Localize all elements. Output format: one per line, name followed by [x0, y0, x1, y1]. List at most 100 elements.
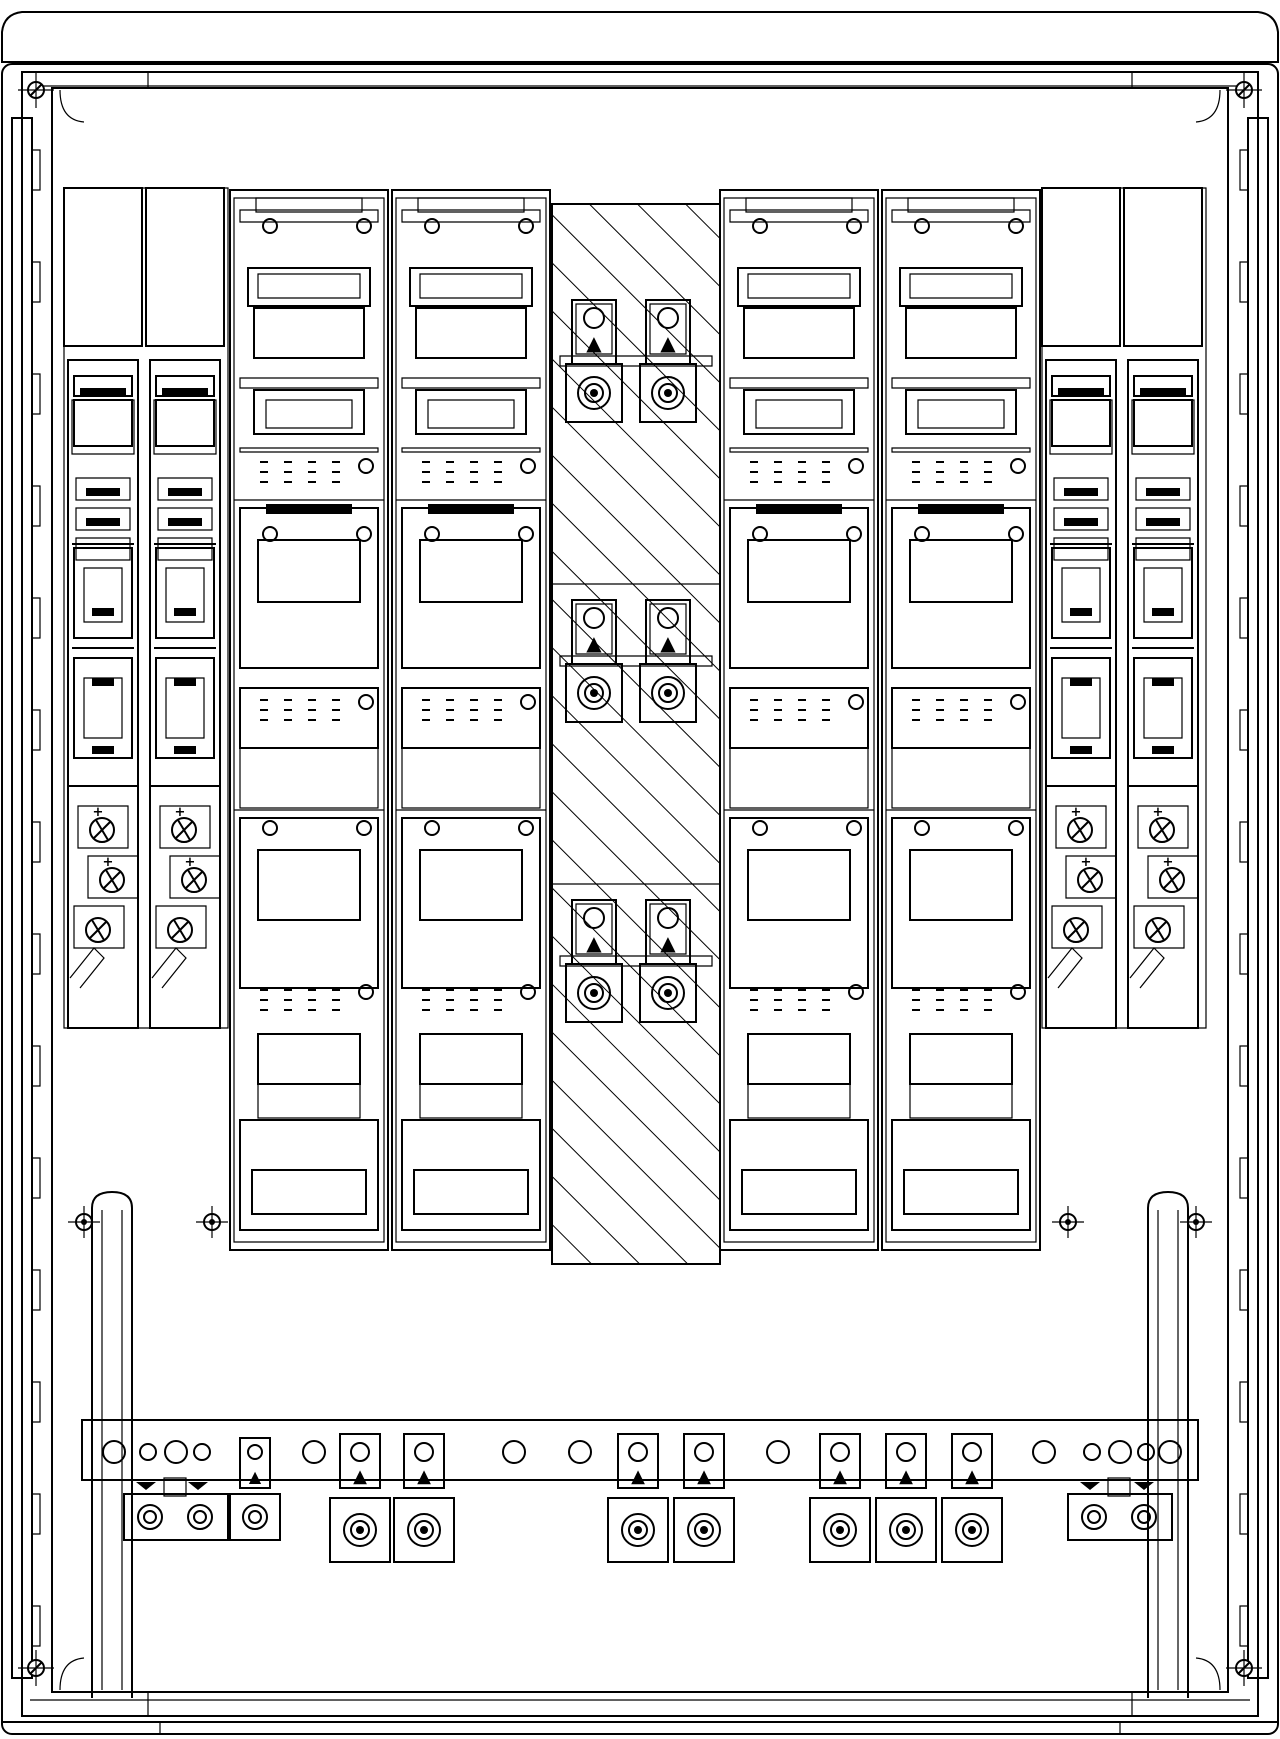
rail-notch	[1240, 1606, 1248, 1646]
screw-clamp	[394, 1498, 454, 1562]
fsd-screw-icon	[425, 219, 439, 233]
neutral-terminal-block	[124, 1441, 228, 1540]
fsd-screw-icon	[915, 219, 929, 233]
fsd-screw-icon	[1009, 821, 1023, 835]
mcb-block-left: ++++	[64, 188, 228, 1028]
fsd-lower-handle	[420, 1034, 522, 1084]
mcb-screw-terminal-icon	[74, 906, 124, 948]
mcb-top-cover	[64, 188, 142, 346]
mcb-contact	[74, 658, 132, 758]
corner-screw-icon	[1226, 72, 1262, 108]
post-right	[1148, 1192, 1188, 1698]
rail-notch	[32, 710, 40, 750]
mcb-screw-terminal-icon	[1052, 906, 1102, 948]
mcb-top-cover	[146, 188, 224, 346]
mcb-window	[1134, 400, 1192, 446]
mounting-hole-icon	[1052, 1206, 1084, 1238]
mcb-screw-terminal-icon: +	[1066, 855, 1116, 898]
screw-clamp	[674, 1498, 734, 1562]
mcb-contact	[156, 548, 214, 638]
fsd-screw-icon	[849, 695, 863, 709]
rail-notch	[1240, 262, 1248, 302]
side-rail-right	[1248, 118, 1268, 1678]
rail-hole-icon	[1159, 1441, 1181, 1463]
bottom-terminal-rail: ▲▲▲▲▲▲▲▲	[82, 1420, 1198, 1562]
fsd-screw-icon	[357, 821, 371, 835]
fsd-screw-icon	[357, 527, 371, 541]
fsd-screw-icon	[263, 527, 277, 541]
corner-screw-icon	[18, 1650, 54, 1686]
side-rail-left	[12, 118, 32, 1678]
rail-notch	[32, 1382, 40, 1422]
mcb-window	[1052, 400, 1110, 446]
rail-notch	[1240, 1046, 1248, 1086]
fsd-window	[420, 540, 522, 602]
arrow-terminal-icon: ▲	[566, 900, 622, 1022]
arrow-mark: ▲	[586, 931, 602, 955]
rail-notch	[32, 1494, 40, 1534]
fsd-window	[416, 390, 526, 434]
rail-notch	[32, 1606, 40, 1646]
fuse-switch-disconnector	[720, 190, 878, 1250]
arrow-terminal-icon: ▲	[330, 1434, 390, 1562]
mcb-screw-terminal-icon	[1134, 906, 1184, 948]
mcb-window	[156, 400, 214, 446]
terminal-rail-bar	[82, 1420, 1198, 1480]
fsd-screw-icon	[359, 459, 373, 473]
arrow-terminal-icon: ▲	[640, 900, 696, 1022]
fsd-window	[258, 540, 360, 602]
fsd-screw-icon	[359, 985, 373, 999]
rail-notch	[1240, 598, 1248, 638]
fsd-screw-icon	[359, 695, 373, 709]
arrow-terminal-icon: ▲	[566, 600, 622, 722]
fsd-window	[744, 390, 854, 434]
fsd-screw-icon	[915, 527, 929, 541]
fsd-label-field	[742, 1170, 856, 1214]
polarity-mark: +	[1071, 805, 1082, 820]
screw-clamp	[566, 664, 622, 722]
fsd-frame	[230, 190, 388, 1250]
mcb-contact	[156, 658, 214, 758]
arrow-mark: ▲	[586, 631, 602, 655]
corner-screw-icon	[18, 72, 54, 108]
mcb-screw-terminal-icon: +	[88, 855, 138, 898]
mcb-contact	[1052, 548, 1110, 638]
cabinet-body	[2, 64, 1278, 1734]
arrow-terminal-icon: ▲	[566, 300, 622, 422]
rail-notch	[1240, 150, 1248, 190]
fsd-lower-handle	[258, 1034, 360, 1084]
polarity-mark: +	[175, 805, 186, 820]
neutral-terminal-block	[1068, 1441, 1172, 1540]
arrow-terminal-icon: ▲	[608, 1434, 668, 1562]
fsd-window	[258, 850, 360, 920]
screw-clamp	[640, 364, 696, 422]
arrow-mark: ▲	[965, 1466, 979, 1487]
arrow-mark: ▲	[417, 1466, 431, 1487]
rail-hole-icon	[103, 1441, 125, 1463]
rail-notch	[1240, 934, 1248, 974]
screw-clamp	[942, 1498, 1002, 1562]
fsd-screw-icon	[1009, 219, 1023, 233]
rail-notch	[1240, 486, 1248, 526]
fsd-screw-icon	[519, 821, 533, 835]
arrow-mark: ▲	[697, 1466, 711, 1487]
rail-notch	[32, 150, 40, 190]
mcb-column: ++	[1042, 188, 1120, 1028]
fsd-screw-icon	[521, 985, 535, 999]
fsd-screw-icon	[521, 459, 535, 473]
enclosure	[2, 12, 1278, 1734]
fsd-screw-icon	[519, 219, 533, 233]
mcb-top-cover	[1124, 188, 1202, 346]
screw-clamp	[330, 1498, 390, 1562]
polarity-mark: +	[185, 855, 196, 870]
arrow-terminal-icon: ▲	[810, 1434, 870, 1562]
cabinet-inner-frame	[22, 72, 1258, 1716]
fsd-lower-handle	[748, 1034, 850, 1084]
rail-notch	[32, 262, 40, 302]
fsd-label-field	[414, 1170, 528, 1214]
fsd-screw-icon	[753, 219, 767, 233]
mcb-column: ++	[64, 188, 142, 1028]
fsd-screw-icon	[519, 527, 533, 541]
rail-notch	[32, 1158, 40, 1198]
